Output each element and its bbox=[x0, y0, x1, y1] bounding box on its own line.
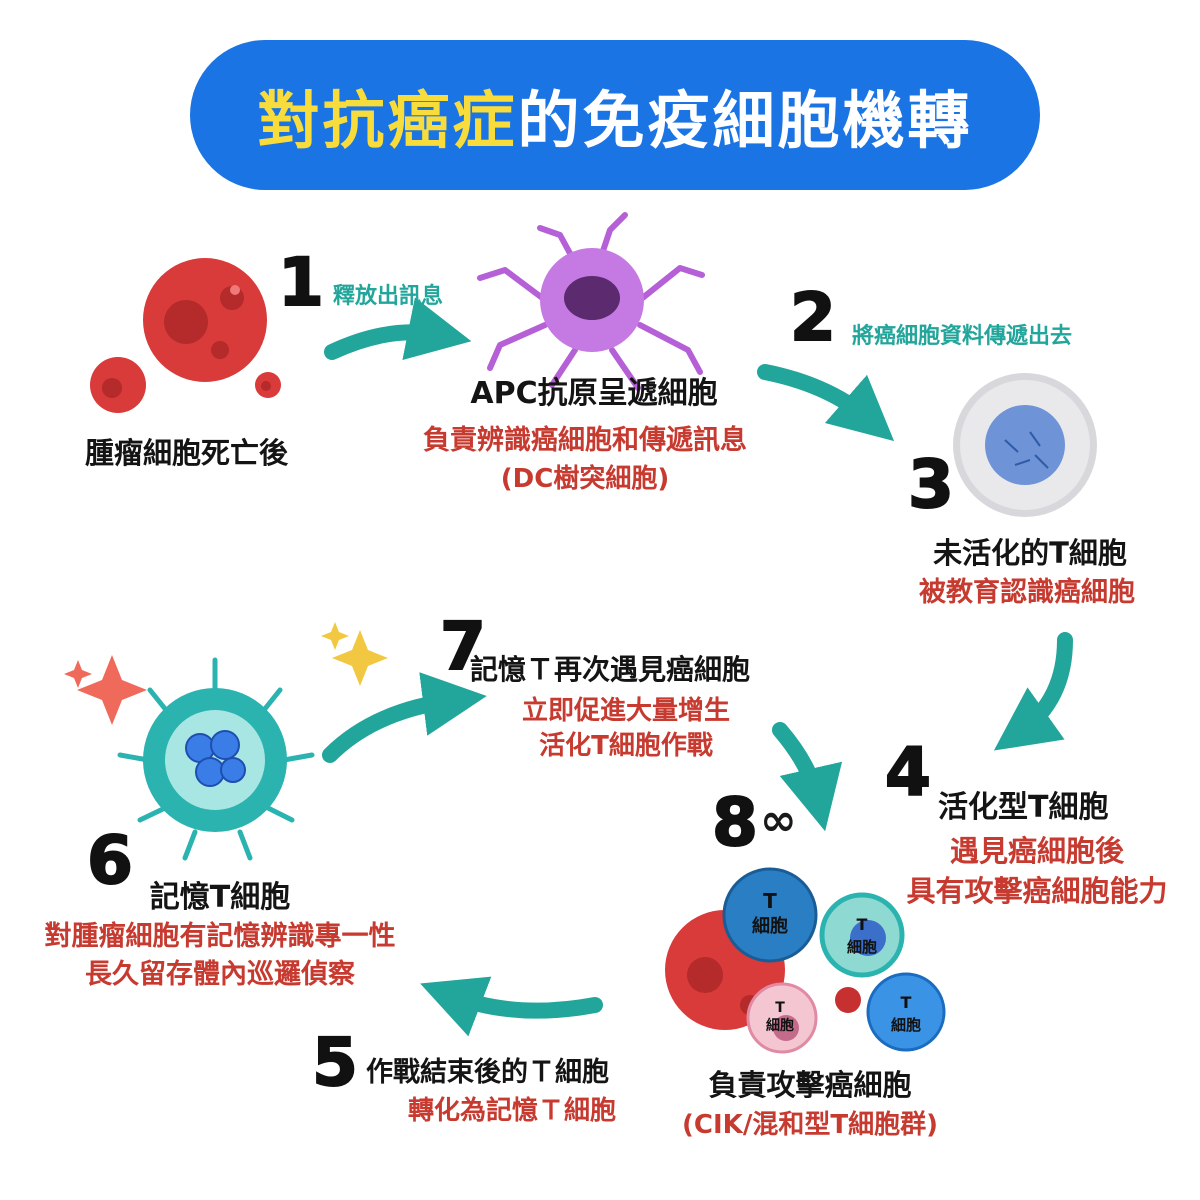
t-cell-label-t: T bbox=[857, 915, 868, 934]
tumor-cell-icon bbox=[90, 258, 281, 413]
t-cell-label-t: T bbox=[763, 889, 777, 913]
apc-label: APC抗原呈遞細胞 bbox=[470, 376, 718, 411]
step-number-5: 5 bbox=[311, 1024, 359, 1101]
step-number-2: 2 bbox=[789, 279, 837, 356]
step-number-3: 3 bbox=[907, 446, 955, 523]
memory-t-cell-nucleus bbox=[185, 730, 246, 787]
dendritic-cell-nucleus bbox=[564, 276, 620, 320]
memory-t-desc-1: 對腫瘤細胞有記憶辨識專一性 bbox=[44, 921, 396, 952]
re-encounter-desc-1: 立即促進大量增生 bbox=[521, 696, 731, 726]
sparkle-red-small-icon bbox=[64, 660, 92, 688]
attack-cluster-icon: T 細胞 T 細胞 T 細胞 T 細胞 bbox=[665, 867, 946, 1054]
apc-desc-1: 負責辨識癌細胞和傳遞訊息 bbox=[423, 425, 747, 456]
arrow-2-icon bbox=[757, 364, 895, 442]
activated-t-desc-2: 具有攻擊癌細胞能力 bbox=[906, 874, 1168, 908]
chromosome-marks bbox=[1004, 431, 1049, 469]
activated-t-desc-1: 遇見癌細胞後 bbox=[949, 834, 1125, 868]
arrow-6-icon bbox=[322, 672, 487, 763]
memory-t-label: 記憶T細胞 bbox=[149, 880, 291, 915]
tumor-label: 腫瘤細胞死亡後 bbox=[85, 436, 289, 470]
naive-t-desc: 被教育認識癌細胞 bbox=[919, 577, 1135, 608]
arrow-5-icon bbox=[420, 976, 603, 1037]
t-cell-label-body: 細胞 bbox=[891, 1016, 921, 1034]
arrow-3-icon bbox=[993, 632, 1073, 751]
step-number-1: 1 bbox=[277, 244, 325, 321]
step-number-6: 6 bbox=[86, 822, 134, 899]
arrow-2-label: 將癌細胞資料傳遞出去 bbox=[852, 324, 1073, 349]
after-battle-desc: 轉化為記憶Ｔ細胞 bbox=[407, 1096, 617, 1126]
sparkle-yellow-small-icon bbox=[321, 622, 349, 650]
step-number-4: 4 bbox=[884, 734, 932, 811]
re-encounter-label: 記憶Ｔ再次遇見癌細胞 bbox=[470, 653, 751, 686]
t-cell-label-body: 細胞 bbox=[847, 938, 877, 956]
arrow-1-icon bbox=[324, 297, 472, 361]
sparkle-yellow-icon bbox=[332, 630, 388, 686]
page-title: 對抗癌症的免疫細胞機轉 bbox=[190, 40, 1040, 190]
t-cell-label-t: T bbox=[901, 993, 912, 1012]
attack-desc: (CIK/混和型T細胞群) bbox=[682, 1110, 938, 1140]
naive-t-cell-nucleus bbox=[985, 405, 1065, 485]
step-number-8: 8 bbox=[711, 784, 759, 861]
title-highlight: 對抗癌症 bbox=[257, 84, 518, 157]
t-cell-label-t: T bbox=[775, 1000, 785, 1016]
activated-t-label: 活化型T細胞 bbox=[938, 790, 1109, 825]
apc-desc-2: (DC樹突細胞) bbox=[500, 464, 670, 494]
step-number-7: 7 bbox=[439, 608, 487, 685]
memory-t-desc-2: 長久留存體內巡邏偵察 bbox=[85, 959, 355, 990]
t-cell-label-body: 細胞 bbox=[752, 915, 788, 937]
naive-t-label: 未活化的T細胞 bbox=[933, 536, 1127, 570]
infinity-icon: ∞ bbox=[760, 795, 797, 846]
arrow-1-label: 釋放出訊息 bbox=[333, 284, 444, 309]
title-rest: 的免疫細胞機轉 bbox=[517, 84, 973, 157]
attack-label: 負責攻擊癌細胞 bbox=[708, 1068, 912, 1102]
arrow-4-icon bbox=[772, 722, 843, 832]
memory-t-cell-icon bbox=[117, 657, 315, 861]
sparkle-red-icon bbox=[77, 655, 147, 725]
after-battle-label: 作戰結束後的Ｔ細胞 bbox=[366, 1057, 609, 1088]
re-encounter-desc-2: 活化T細胞作戰 bbox=[539, 731, 713, 761]
t-cell-label-body: 細胞 bbox=[766, 1017, 794, 1034]
title-banner bbox=[190, 40, 1040, 190]
